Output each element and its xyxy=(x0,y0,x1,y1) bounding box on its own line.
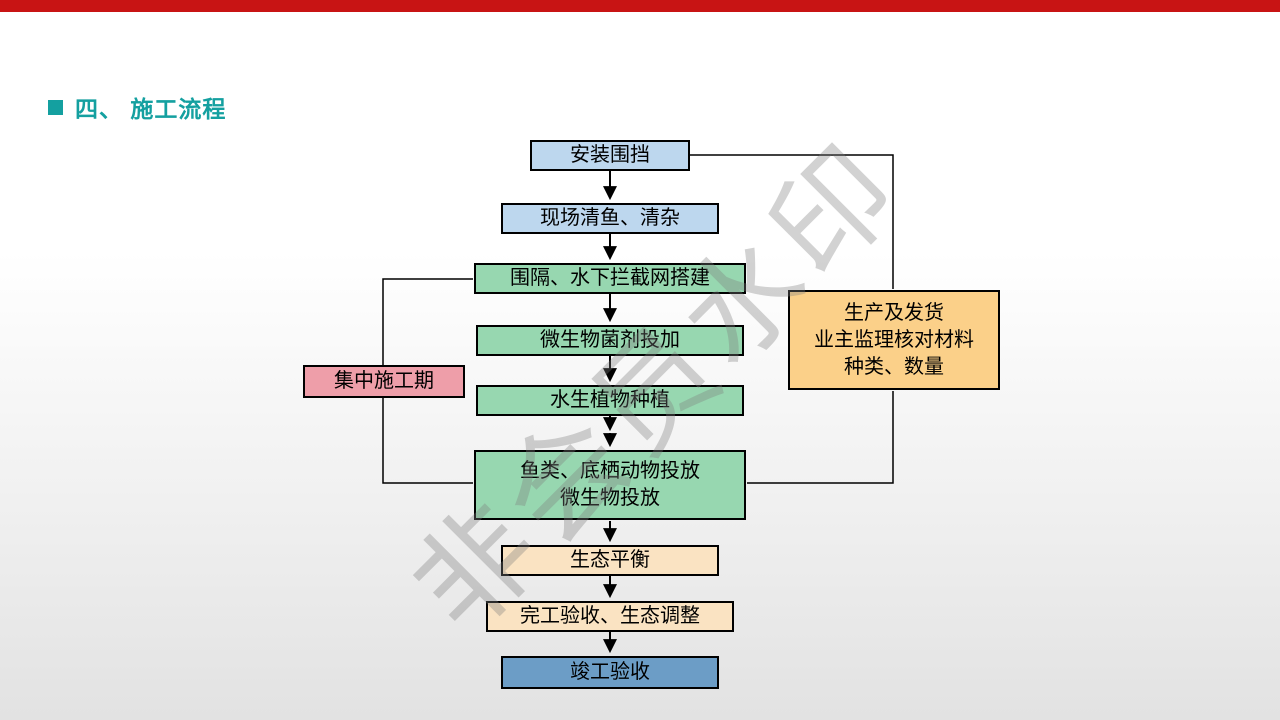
node-microbial-agent-dosing: 微生物菌剂投加 xyxy=(476,325,744,356)
page-title: 四、 施工流程 xyxy=(75,96,227,122)
node-concentrated-construction-period: 集中施工期 xyxy=(303,365,465,398)
title-bullet-icon xyxy=(48,99,63,115)
node-underwater-net-setup: 围隔、水下拦截网搭建 xyxy=(474,263,746,294)
node-completion-acceptance-adjustment: 完工验收、生态调整 xyxy=(486,601,734,632)
node-site-fish-clearing: 现场清鱼、清杂 xyxy=(501,203,719,234)
node-production-delivery-check: 生产及发货 业主监理核对材料 种类、数量 xyxy=(788,290,1000,390)
node-install-barrier: 安装围挡 xyxy=(530,140,690,171)
node-fish-benthic-release: 鱼类、底栖动物投放 微生物投放 xyxy=(474,450,746,520)
section-title-row: 四、 施工流程 xyxy=(48,90,226,124)
top-accent-bar xyxy=(0,0,1280,12)
node-ecological-balance: 生态平衡 xyxy=(501,545,719,576)
node-final-acceptance: 竣工验收 xyxy=(501,656,719,689)
node-aquatic-plant-planting: 水生植物种植 xyxy=(476,385,744,416)
